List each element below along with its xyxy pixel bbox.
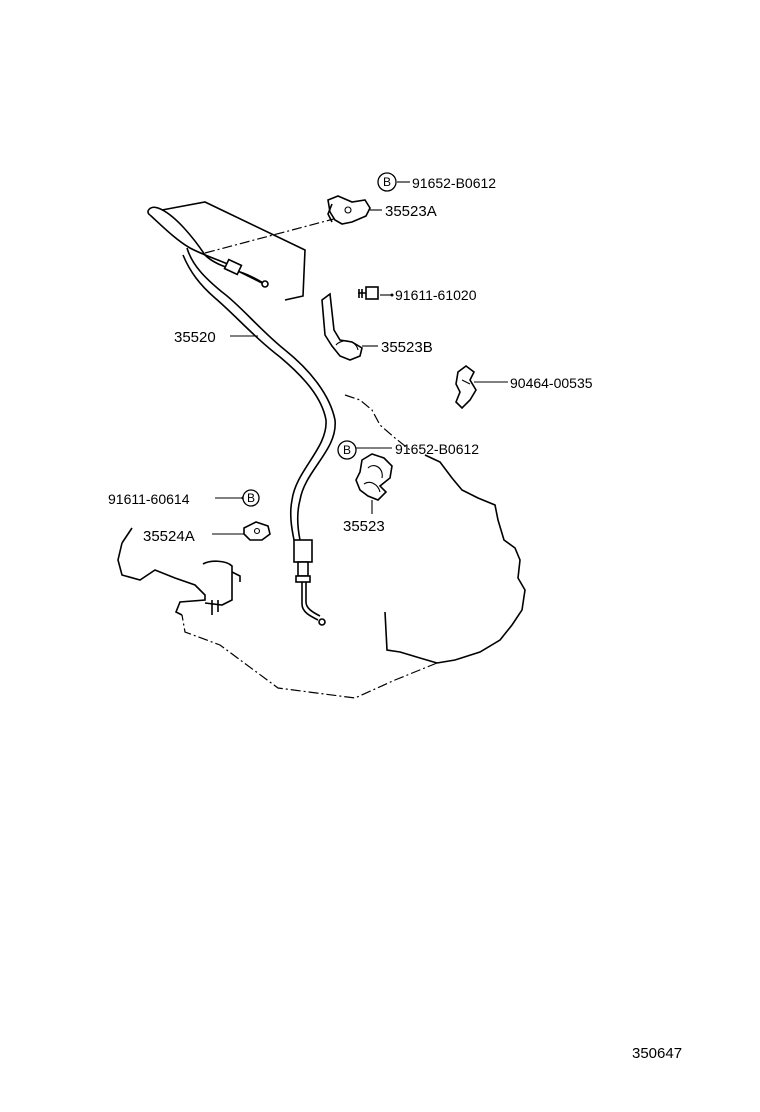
- label-35523: 35523: [343, 518, 385, 535]
- label-90464-00535: 90464-00535: [510, 375, 593, 391]
- badge-b-left: B: [242, 489, 260, 507]
- label-91652-b0612-top: 91652-B0612: [412, 175, 496, 191]
- bolt-91611-61020: [358, 286, 379, 300]
- leader-lines: [212, 181, 508, 535]
- label-35520: 35520: [174, 329, 216, 346]
- speedometer-cable: [147, 206, 336, 626]
- bracket-35523a: [327, 195, 371, 225]
- plate-35524a: [243, 521, 271, 541]
- svg-text:B: B: [247, 491, 255, 505]
- bracket-a-mount-line: [204, 215, 346, 254]
- badge-b-top: B: [377, 172, 397, 192]
- label-35523b: 35523B: [381, 339, 433, 356]
- transmission-housing: [117, 201, 526, 699]
- bracket-35523b: [321, 292, 363, 361]
- svg-text:B: B: [343, 443, 351, 457]
- label-35523a: 35523A: [385, 203, 437, 220]
- label-91611-60614: 91611-60614: [108, 491, 190, 507]
- badge-b-lower: B: [337, 440, 357, 460]
- bracket-35523: [355, 453, 393, 501]
- diagram-reference-number: 350647: [632, 1045, 682, 1062]
- svg-text:B: B: [383, 175, 391, 189]
- label-91652-b0612-lower: 91652-B0612: [395, 441, 479, 457]
- clip-90464-00535: [455, 365, 477, 410]
- label-35524a: 35524A: [143, 528, 195, 545]
- label-91611-61020: 91611-61020: [395, 287, 477, 303]
